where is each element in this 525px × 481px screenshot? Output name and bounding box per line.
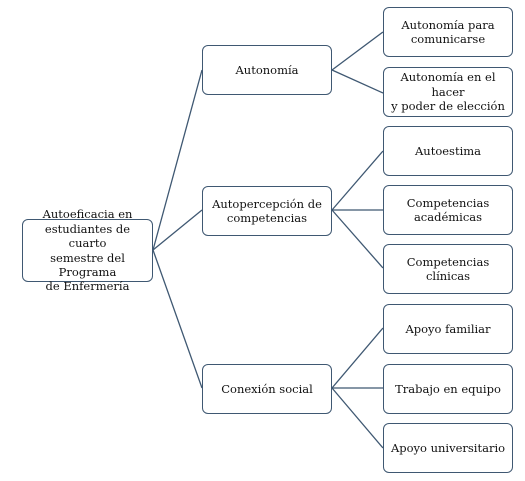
branch-node-autonomia: Autonomía <box>202 45 332 95</box>
leaf-node-autonomia-comunicarse: Autonomía para comunicarse <box>383 7 513 57</box>
leaf-node-trabajo-equipo: Trabajo en equipo <box>383 364 513 414</box>
leaf-node-label: Autonomía en el hacer y poder de elecció… <box>391 70 505 114</box>
root-node: Autoeficacia en estudiantes de cuarto se… <box>22 207 153 293</box>
root-node-label: Autoeficacia en estudiantes de cuarto se… <box>42 207 133 294</box>
connector-autopercepcion-clinicas <box>331 209 384 269</box>
leaf-node-label: Apoyo universitario <box>390 440 506 455</box>
leaf-node-label: Apoyo familiar <box>405 321 491 336</box>
branch-node-conexion-social: Conexión social <box>202 364 332 414</box>
leaf-node-label: Autoestima <box>414 143 482 158</box>
leaf-node-label: Autonomía para comunicarse <box>401 17 495 46</box>
connector-conexion-familiar <box>331 327 384 389</box>
connector-autonomia-comunicarse <box>331 31 384 71</box>
leaf-node-apoyo-universitario: Apoyo universitario <box>383 423 513 473</box>
branch-node-autopercepcion: Autopercepción de competencias <box>202 186 332 236</box>
leaf-node-autonomia-hacer: Autonomía en el hacer y poder de elecció… <box>383 67 513 117</box>
branch-node-label: Autonomía <box>235 62 299 77</box>
leaf-node-label: Competencias académicas <box>406 195 490 224</box>
leaf-node-label: Trabajo en equipo <box>395 381 501 396</box>
branch-node-label: Autopercepción de competencias <box>212 196 322 225</box>
connector-root-autopercepcion <box>152 209 203 251</box>
connector-autonomia-hacer <box>331 69 384 94</box>
leaf-node-label: Competencias clínicas <box>406 254 490 283</box>
connector-root-conexion <box>152 249 203 389</box>
connector-conexion-universitario <box>331 387 384 449</box>
leaf-node-apoyo-familiar: Apoyo familiar <box>383 304 513 354</box>
connector-root-autonomia <box>152 69 203 251</box>
leaf-node-competencias-academicas: Competencias académicas <box>383 185 513 235</box>
leaf-node-competencias-clinicas: Competencias clínicas <box>383 244 513 294</box>
connector-autopercepcion-autoestima <box>331 150 384 211</box>
leaf-node-autoestima: Autoestima <box>383 126 513 176</box>
branch-node-label: Conexión social <box>221 381 313 396</box>
